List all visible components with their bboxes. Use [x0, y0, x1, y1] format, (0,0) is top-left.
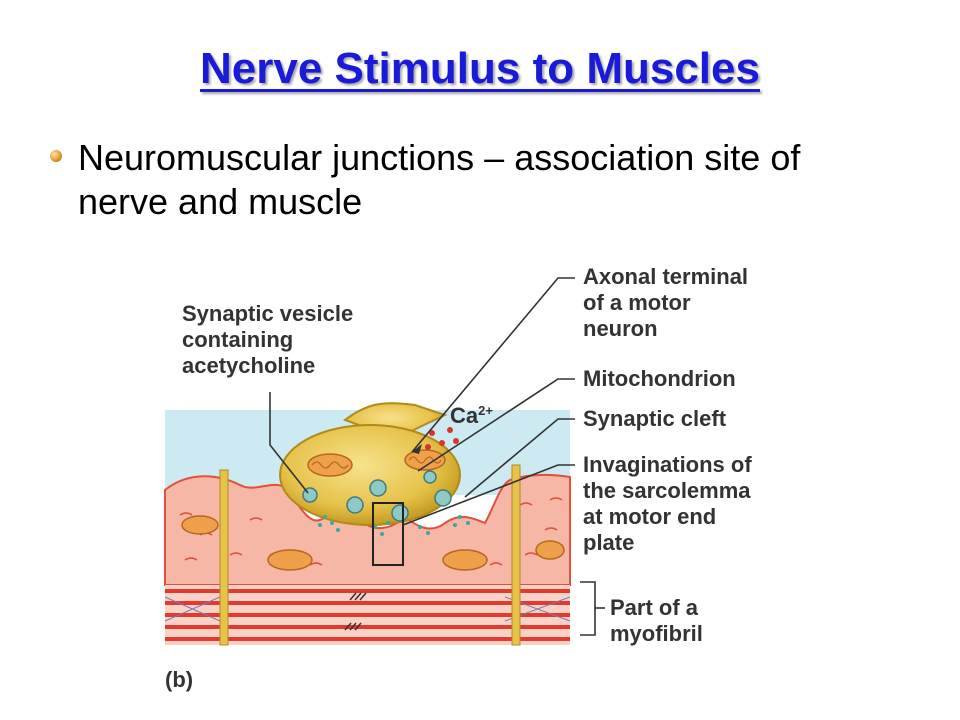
acetylcholine-dots [318, 515, 470, 536]
panel-label: (b) [165, 667, 193, 692]
calcium-symbol: Ca [450, 403, 479, 428]
label-synaptic-cleft: Synaptic cleft [583, 406, 727, 431]
leader-lines [269, 277, 605, 636]
label-myofibril-1: Part of a [610, 595, 699, 620]
diagram-svg: Synaptic vesicle containing acetycholine… [164, 264, 752, 692]
nerve-fiber-right [511, 464, 521, 646]
label-synaptic-vesicle-1: Synaptic vesicle [182, 301, 353, 326]
label-synaptic-vesicle-2: containing [182, 327, 293, 352]
myofibril-bands [165, 589, 570, 641]
terminal-arrowhead [412, 444, 422, 454]
label-axonal-terminal-2: of a motor [583, 290, 691, 315]
mitochondrion-6 [535, 540, 565, 560]
mitochondrion-4 [267, 549, 313, 571]
label-axonal-terminal-3: neuron [583, 316, 658, 341]
label-invaginations-2: the sarcolemma [583, 478, 751, 503]
slide-title[interactable]: Nerve Stimulus to Muscles [200, 44, 760, 93]
myofibril-break-marks [344, 592, 367, 631]
bullet-text: Neuromuscular junctions – association si… [78, 137, 801, 222]
nerve-fiber-left [219, 469, 229, 646]
label-mitochondrion: Mitochondrion [583, 366, 736, 391]
mitochondria [181, 449, 565, 571]
neuromuscular-junction-diagram: Synaptic vesicle containing acetycholine… [160, 255, 810, 705]
label-calcium: Ca2+ [450, 403, 493, 428]
mitochondrion-5 [442, 549, 488, 571]
calcium-ions [425, 427, 459, 450]
label-myofibril-2: myofibril [610, 621, 703, 646]
label-synaptic-vesicle-3: acetycholine [182, 353, 315, 378]
mitochondrion-3 [181, 515, 219, 535]
label-invaginations-1: Invaginations of [583, 452, 752, 477]
label-invaginations-4: plate [583, 530, 634, 555]
bullet-dot-icon [50, 150, 62, 162]
label-axonal-terminal-1: Axonal terminal [583, 264, 748, 289]
label-invaginations-3: at motor end [583, 504, 716, 529]
calcium-charge: 2+ [478, 403, 493, 418]
detail-box [372, 502, 404, 566]
